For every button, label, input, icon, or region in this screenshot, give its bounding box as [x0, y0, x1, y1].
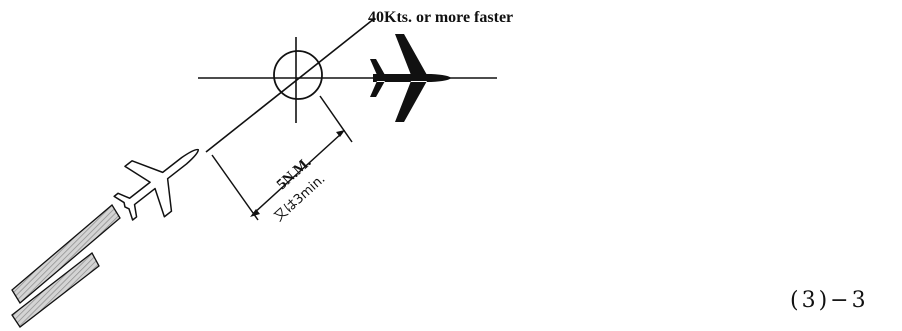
- solid-airplane-icon: [370, 34, 451, 122]
- dimension-extension-near: [212, 155, 258, 220]
- crosshair-circle-icon: [274, 51, 322, 99]
- dimension-arrowhead-upper: [336, 130, 345, 137]
- speed-label: 40Kts. or more faster: [368, 9, 513, 26]
- outline-airplane-icon: [104, 124, 218, 233]
- dimension-extension-far: [320, 96, 352, 142]
- runway-icon: [12, 205, 120, 327]
- figure-number: (3)−3: [790, 288, 869, 313]
- approach-course-line: [206, 18, 375, 152]
